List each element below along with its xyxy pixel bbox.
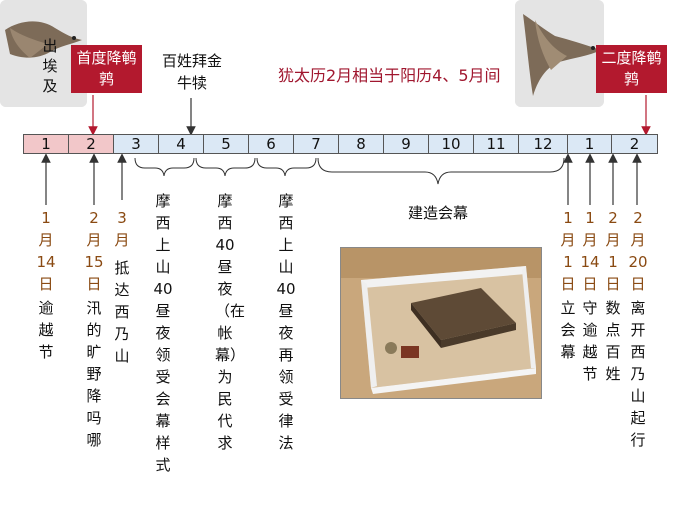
calendar-note: 犹太历2月相当于阳历4、5月间 — [278, 66, 501, 85]
event-date-10: 2月20日 — [628, 209, 648, 293]
event-text-3: 抵达西乃山 — [114, 259, 130, 365]
build-tabernacle-label: 建造会幕 — [407, 204, 468, 222]
month-cell-3: 3 — [113, 134, 159, 154]
event-text-5: 摩西40昼夜（在帐幕）为民代求 — [215, 192, 246, 452]
month-cell-10: 10 — [428, 134, 474, 154]
quail-image-right — [515, 0, 604, 107]
event-text-7: 立会幕 — [560, 299, 576, 361]
month-cell-11: 11 — [473, 134, 519, 154]
event-text-8: 守逾越节 — [582, 299, 598, 383]
tabernacle-icon — [341, 248, 541, 398]
event-date-2: 2月15日 — [84, 209, 104, 293]
golden-calf-label: 百姓拜金牛犊 — [161, 52, 222, 92]
month-cell-7: 7 — [293, 134, 339, 154]
month-cell-4: 4 — [158, 134, 204, 154]
month-cell-6: 6 — [248, 134, 294, 154]
exodus-label: 出埃及 — [42, 37, 58, 95]
month-cell-12: 12 — [518, 134, 568, 154]
month-cell-9: 9 — [383, 134, 429, 154]
month-cell-1: 1 — [23, 134, 69, 154]
first-quail-label: 首度降鹌鹑 — [71, 45, 142, 93]
month-cell-8: 8 — [338, 134, 384, 154]
event-text-6: 摩西上山40昼夜 再领受律法 — [276, 192, 296, 452]
event-date-9: 2月1日 — [605, 209, 621, 293]
event-date-1: 1月14日 — [36, 209, 56, 293]
event-text-1: 逾越节 — [38, 299, 54, 361]
month-cell-5: 5 — [203, 134, 249, 154]
quail-icon-right — [515, 0, 604, 107]
event-date-7: 1月1日 — [560, 209, 576, 293]
event-text-10: 离开西乃山起行 — [630, 299, 646, 449]
tabernacle-image — [340, 247, 542, 399]
month-cell-2: 2 — [68, 134, 114, 154]
second-quail-label: 二度降鹌鹑 — [596, 45, 667, 93]
event-date-3: 3月 — [114, 209, 130, 249]
month-cell-next-2: 2 — [611, 134, 658, 154]
event-text-4: 摩西上山40昼夜 领受会幕样式 — [153, 192, 173, 474]
event-text-2: 汛的旷野 降吗哪 — [86, 299, 102, 449]
event-date-8: 1月14日 — [580, 209, 600, 293]
month-cell-next-1: 1 — [567, 134, 612, 154]
event-text-9: 数点百姓 — [605, 299, 621, 383]
